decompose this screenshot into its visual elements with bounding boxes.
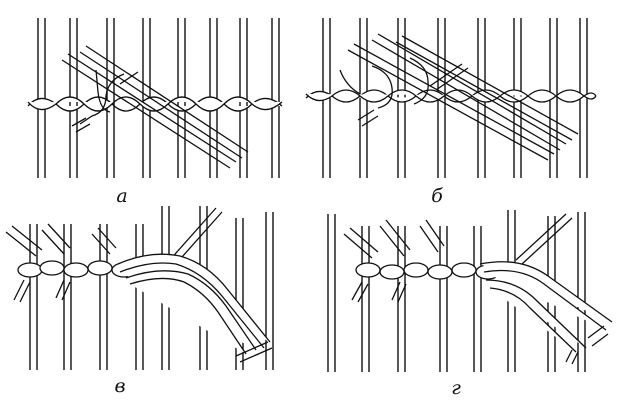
panel-b: б (305, 18, 597, 207)
panel-b-twisted-band (305, 89, 597, 103)
panel-d-weavers (343, 219, 609, 365)
panel-c-caption: в (114, 375, 125, 397)
panel-a: а (27, 18, 283, 207)
panel-a-twisted-band (27, 96, 283, 112)
panel-d: г (327, 210, 613, 399)
panel-c-weavers (5, 223, 273, 363)
panel-c-braid (17, 253, 271, 355)
panel-c-stakes (29, 206, 274, 370)
panel-d-caption: г (451, 377, 461, 399)
panel-c: в (5, 206, 274, 397)
panel-a-weavers (61, 45, 249, 169)
panel-b-weavers (339, 33, 579, 161)
panel-a-caption: а (116, 185, 127, 207)
panel-b-caption: б (431, 185, 443, 207)
panel-d-braid (355, 261, 613, 353)
panel-d-stake-tops (515, 213, 573, 265)
